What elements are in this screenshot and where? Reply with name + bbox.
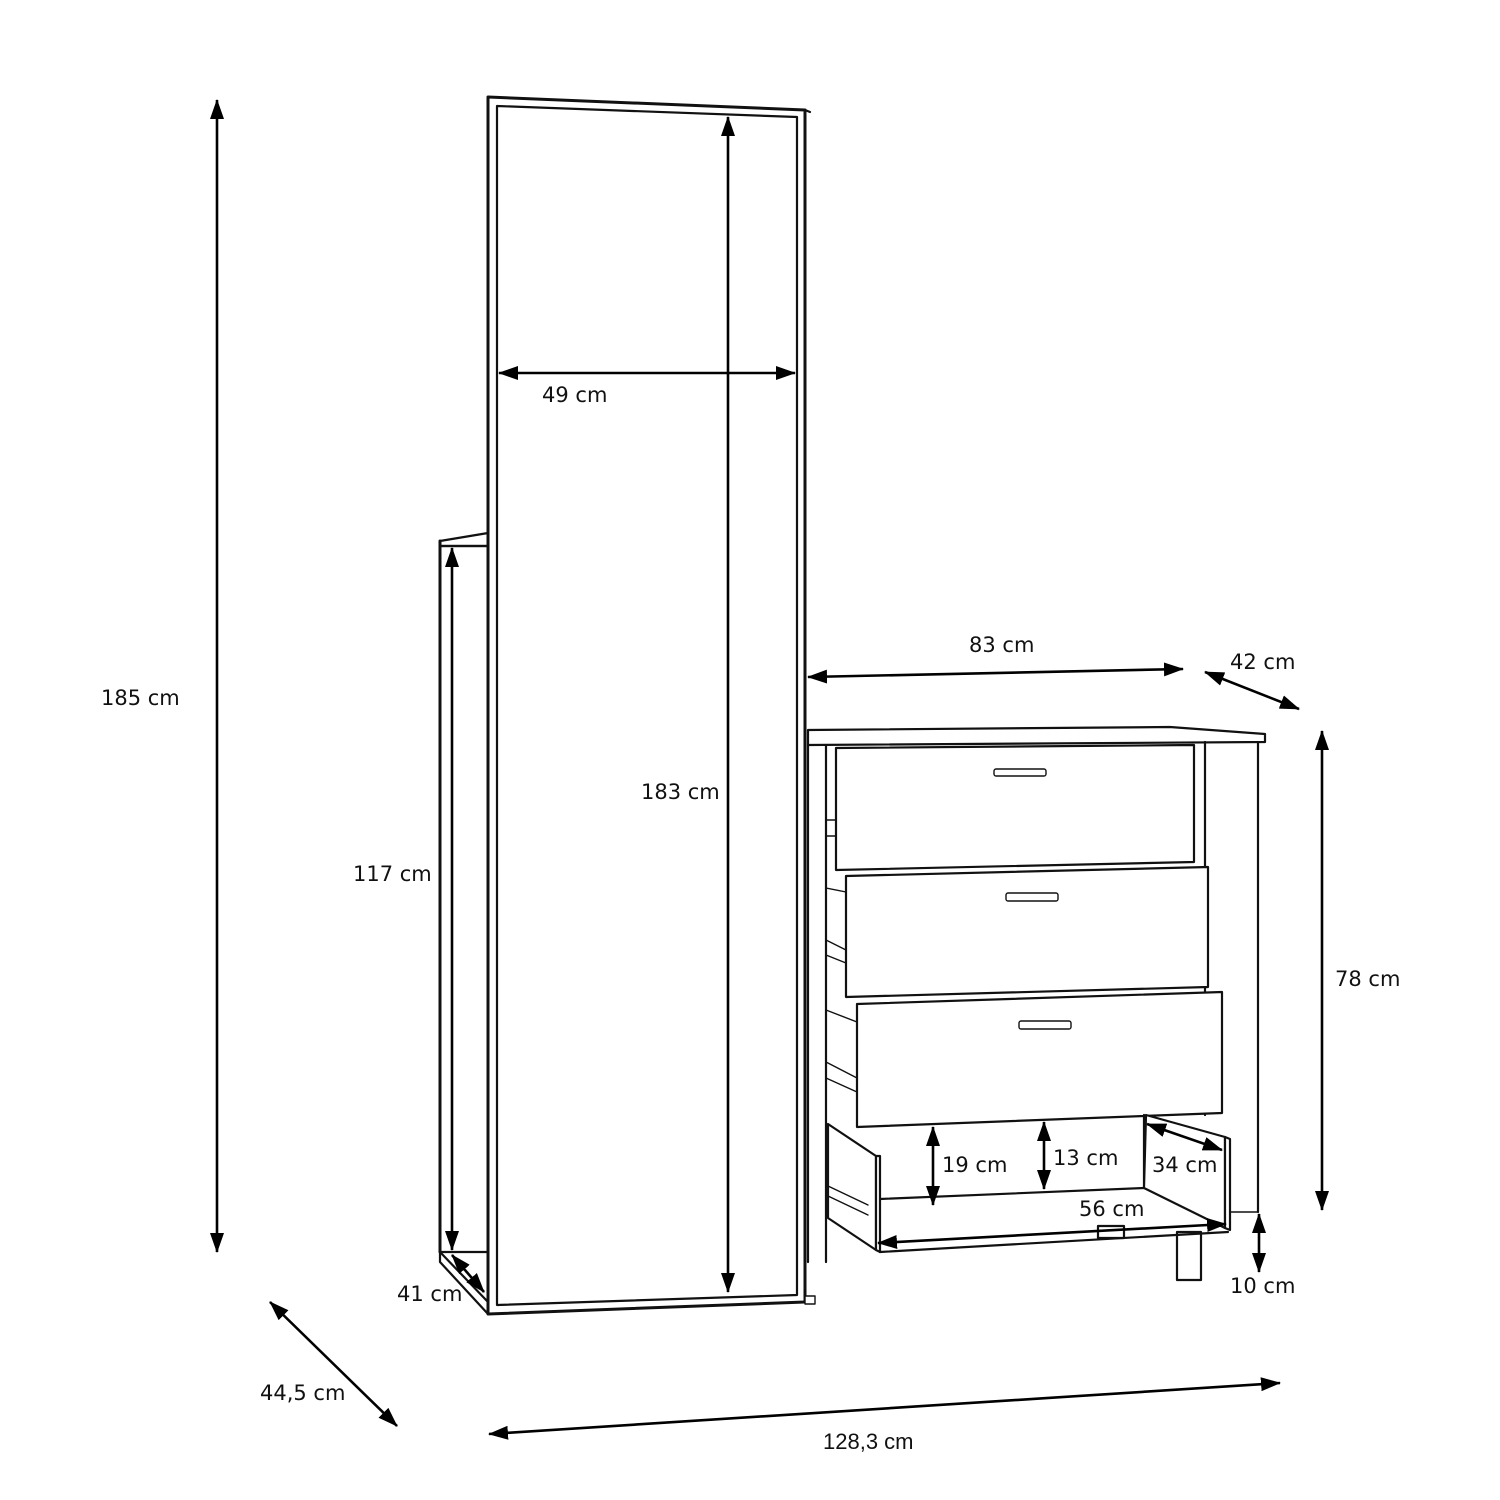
side-frame-depth-label: 41 cm — [397, 1282, 462, 1306]
overall-depth-arrow — [269, 1301, 398, 1427]
chest-of-drawers — [806, 725, 1267, 1282]
chest-width-arrow — [807, 662, 1184, 684]
drawer-inner-depth-arrow — [1146, 1122, 1223, 1152]
overall-height-label: 185 cm — [101, 686, 180, 710]
drawer-inner-depth-label: 34 cm — [1152, 1153, 1217, 1177]
drawer-inner-width-label: 56 cm — [1079, 1197, 1144, 1221]
drawer-1 — [825, 743, 1196, 872]
overall-depth-label: 44,5 cm — [260, 1381, 345, 1405]
overall-width-arrow — [488, 1377, 1281, 1440]
drawer-3 — [825, 990, 1224, 1129]
chest-width-label: 83 cm — [969, 633, 1034, 657]
drawer-inner-height-label: 13 cm — [1053, 1146, 1118, 1170]
side-frame-height-label: 117 cm — [353, 862, 432, 886]
mirror-side-frame — [438, 531, 490, 1316]
drawer-4-open — [826, 1113, 1232, 1254]
drawer-front-height-label: 19 cm — [942, 1153, 1007, 1177]
side-frame-depth-arrow — [451, 1254, 485, 1293]
dimension-lines — [210, 99, 1329, 1440]
overall-width-label: 128,3 cm — [823, 1429, 914, 1454]
dimension-labels: 185 cm 49 cm 183 cm 117 cm 41 cm 83 cm 4… — [101, 383, 1400, 1454]
drawer-2 — [825, 865, 1210, 999]
mirror-width-label: 49 cm — [542, 383, 607, 407]
mirror-height-label: 183 cm — [641, 780, 720, 804]
chest-depth-label: 42 cm — [1230, 650, 1295, 674]
chest-depth-arrow — [1204, 670, 1300, 711]
leg-height-label: 10 cm — [1230, 1274, 1295, 1298]
drawer-inner-width-arrow — [877, 1218, 1227, 1249]
standing-mirror — [486, 95, 816, 1316]
chest-height-label: 78 cm — [1335, 967, 1400, 991]
